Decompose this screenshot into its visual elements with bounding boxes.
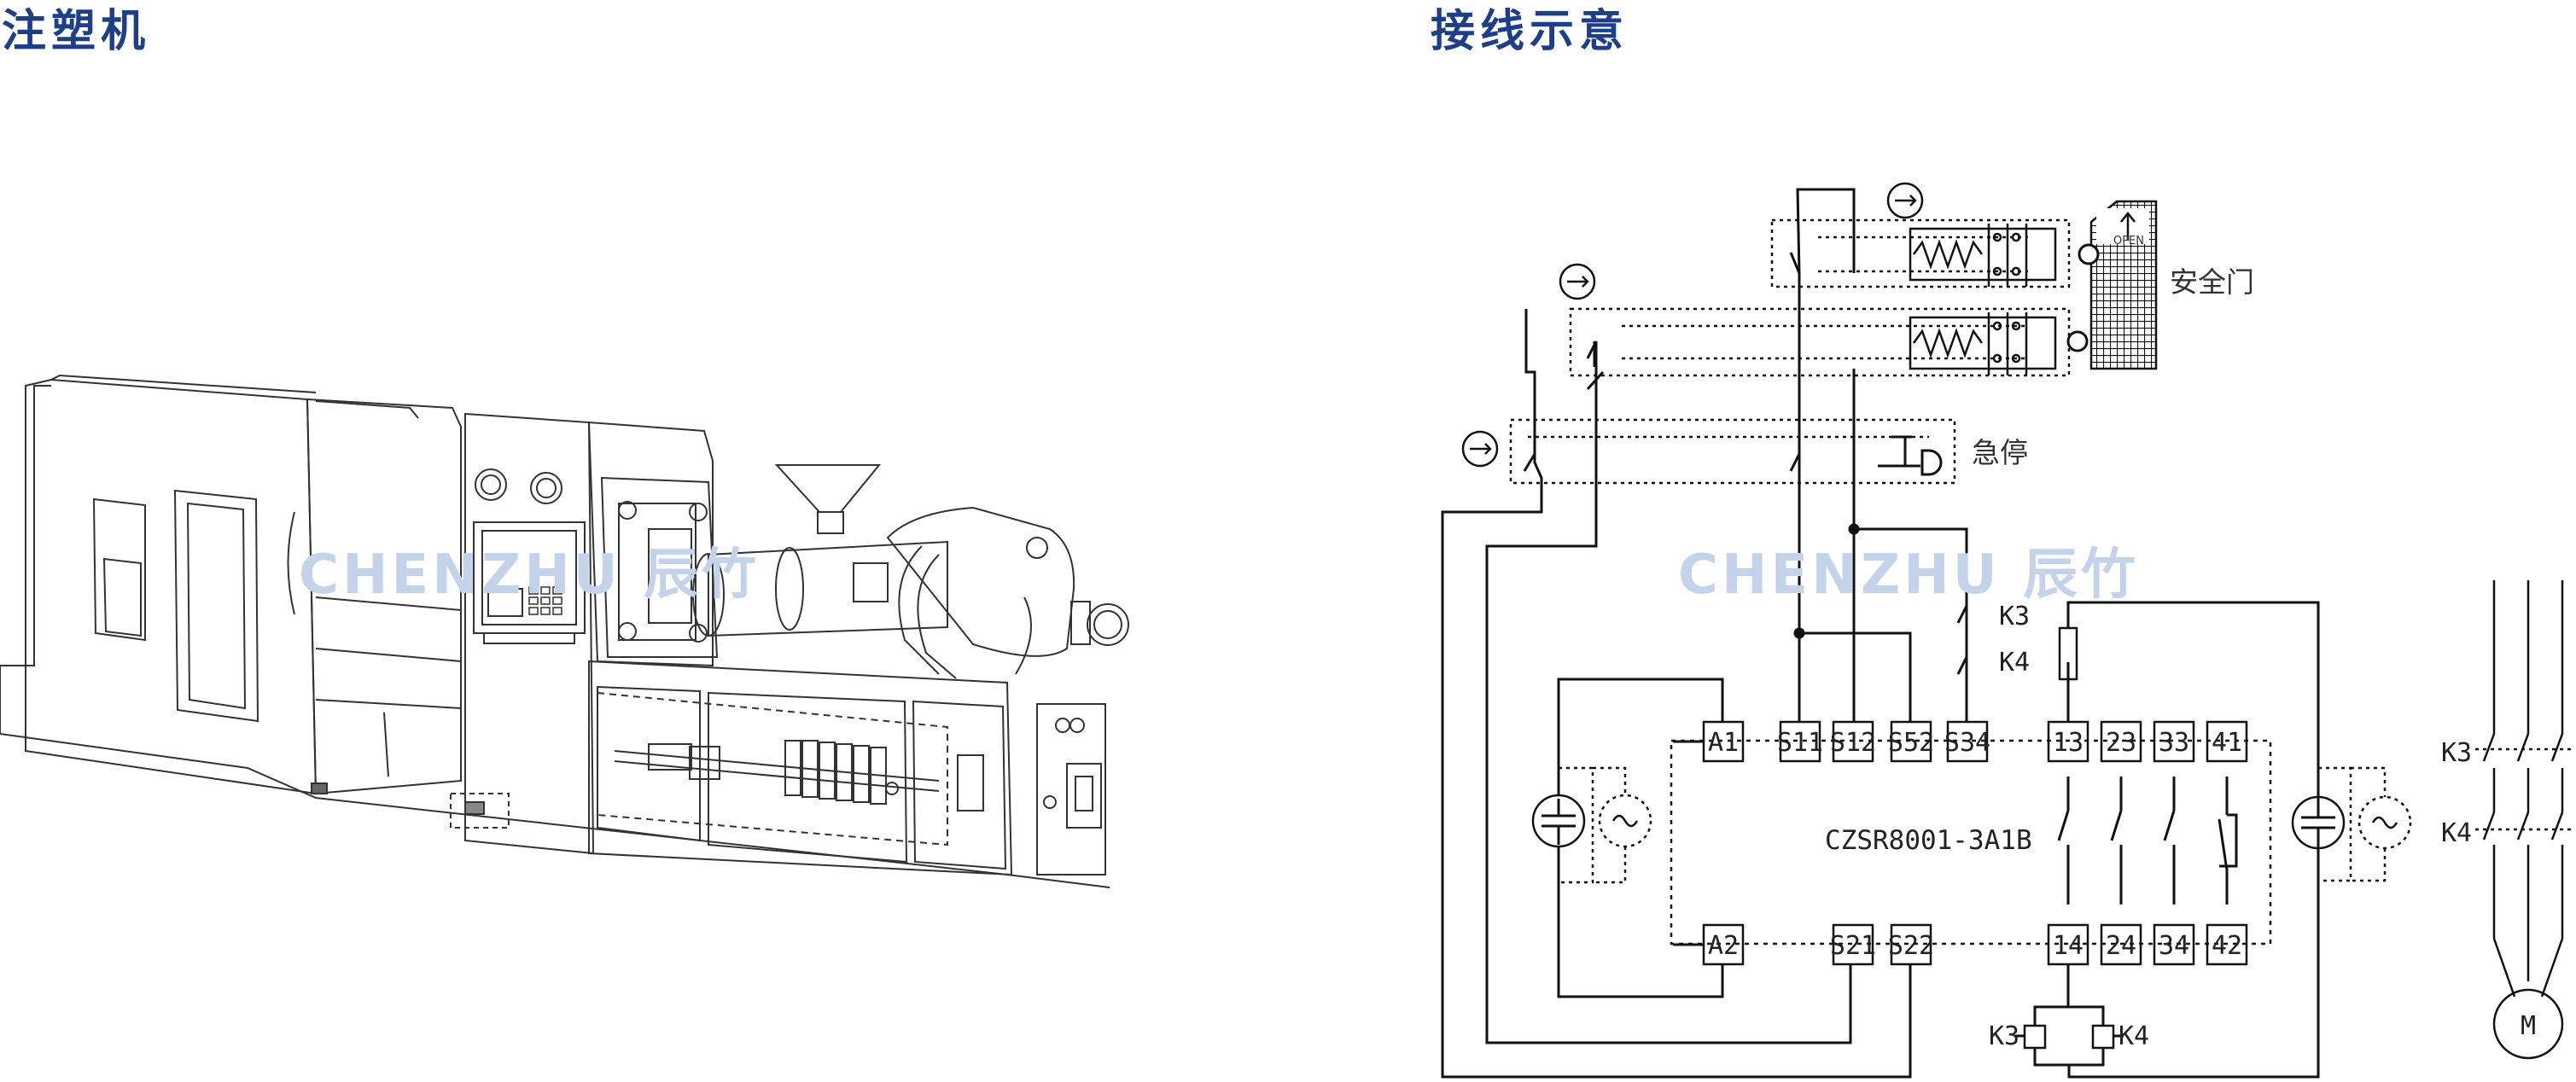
- terminal-label: 14: [2053, 931, 2084, 961]
- coil-k3-label: K3: [1989, 1021, 2019, 1051]
- estop-label: 急停: [1972, 436, 2028, 469]
- coil-k4-label: K4: [2118, 1021, 2149, 1051]
- terminal-label: 34: [2159, 931, 2189, 961]
- control-keypad: [528, 586, 562, 615]
- terminal-label: S34: [1944, 728, 1990, 758]
- door-open-text: OPEN: [2113, 235, 2144, 247]
- motor-label: M: [2521, 1011, 2536, 1041]
- injection-molding-machine-drawing: [0, 374, 1129, 888]
- door-switch-mechanism-lower: [1909, 312, 2057, 375]
- watermark-brand: CHENZHU: [299, 544, 621, 607]
- machine-heading: 注塑机: [2, 6, 151, 57]
- terminal-label: S12: [1830, 728, 1876, 758]
- terminal-label: 13: [2053, 728, 2084, 758]
- terminal-label: 42: [2212, 931, 2242, 961]
- terminal-label: S11: [1777, 728, 1823, 758]
- motor-k3-label: K3: [2441, 738, 2472, 768]
- safety-door-graphic: [2066, 200, 2158, 370]
- watermark-right: CHENZHU 辰竹: [1678, 531, 2139, 609]
- bottom-terminal-labels: A2 S21 S22 14 24 34 42: [1708, 931, 2242, 961]
- estop-box: [1509, 418, 1956, 485]
- emergency-stop-symbol: [1878, 435, 1943, 476]
- relay-modules: [784, 740, 899, 805]
- terminal-label: S21: [1830, 931, 1876, 961]
- watermark-left: CHENZHU 辰竹: [299, 531, 760, 609]
- feedback-k3-label: K3: [1999, 602, 2030, 631]
- terminal-label: 23: [2106, 728, 2136, 758]
- positive-opening-symbols: [1461, 182, 1924, 468]
- schematic-labels: 安全门 OPEN 急停 CZSR8001-3A1B A1 S11 S12 S52…: [1708, 235, 2536, 1051]
- device-model-label: CZSR8001-3A1B: [1825, 825, 2032, 856]
- watermark-brand: CHENZHU: [1678, 544, 2001, 607]
- terminal-label: 41: [2212, 728, 2242, 758]
- motor-k4-label: K4: [2441, 818, 2472, 848]
- door-switch-mechanism-upper: [1909, 224, 2057, 287]
- watermark-chinese: 辰竹: [2023, 544, 2140, 607]
- relay-body: [1670, 739, 2272, 945]
- feedback-k4-label: K4: [1999, 648, 2030, 678]
- terminal-label: S22: [1888, 931, 1934, 961]
- terminal-label: A2: [1708, 931, 1739, 961]
- k4-coil: [2091, 1024, 2115, 1050]
- terminal-label: 33: [2159, 728, 2189, 758]
- safety-door-label: 安全门: [2170, 265, 2254, 299]
- k3-coil: [2023, 1024, 2047, 1050]
- door-switch-box-lower: [1569, 307, 2071, 377]
- wiring-schematic: [1441, 182, 2573, 1079]
- terminal-label: A1: [1708, 728, 1739, 758]
- motor-circuit: [2475, 580, 2573, 1060]
- door-switch-box-upper: [1770, 218, 2071, 288]
- terminals-bottom: [1702, 923, 2248, 966]
- terminal-label: 24: [2106, 931, 2136, 961]
- wiring-heading: 接线示意: [1431, 6, 1629, 57]
- watermark-chinese: 辰竹: [644, 544, 761, 607]
- top-terminal-labels: A1 S11 S12 S52 S34 13 23 33 41: [1708, 728, 2242, 758]
- relay-output-contacts: [2057, 777, 2238, 905]
- terminal-label: S52: [1888, 728, 1934, 758]
